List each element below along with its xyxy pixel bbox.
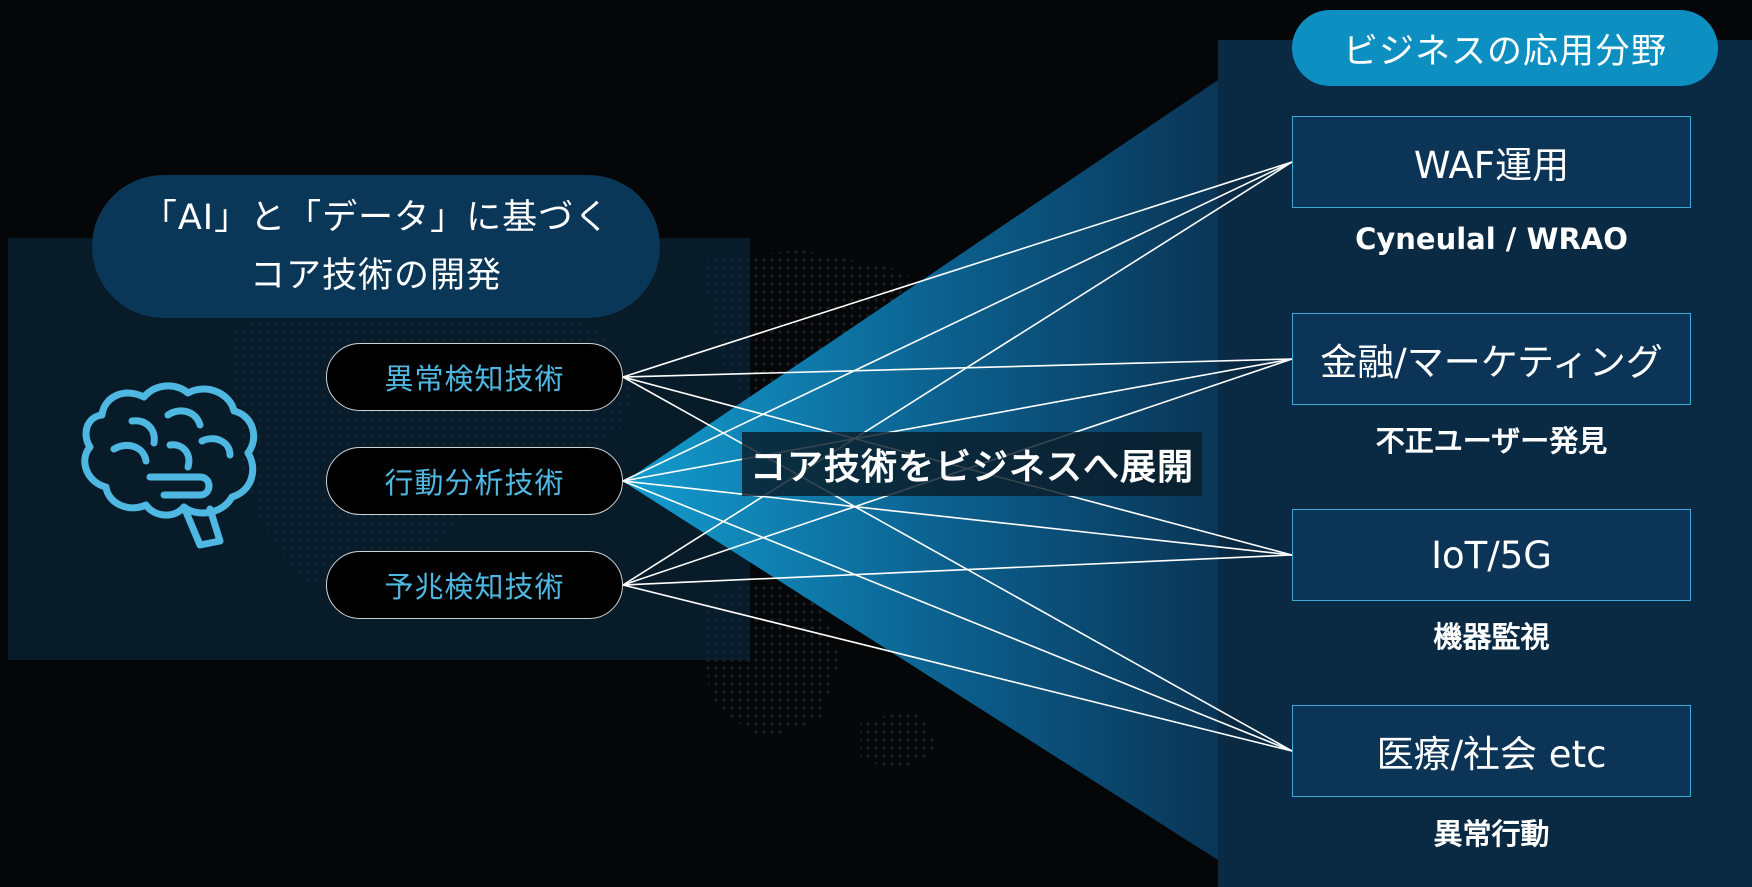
core-tech-title: 「AI」と「データ」に基づく コア技術の開発 <box>92 175 660 318</box>
core-tech-title-line1: 「AI」と「データ」に基づく <box>141 197 611 238</box>
app-iot: IoT/5G <box>1292 509 1691 601</box>
app-finance-subtitle: 不正ユーザー発見 <box>1375 424 1608 458</box>
link-tech2-app3 <box>622 480 1293 556</box>
app-medical-subtitle: 異常行動 <box>1433 817 1550 851</box>
app-iot-subtitle: 機器監視 <box>1433 620 1550 654</box>
applications-header: ビジネスの応用分野 <box>1292 10 1718 86</box>
tech-behavior-analysis: 行動分析技術 <box>326 447 623 515</box>
link-tech1-app4 <box>622 376 1293 752</box>
app-finance: 金融/マーケティング <box>1292 313 1691 405</box>
link-tech3-app3 <box>622 554 1293 586</box>
tech-anomaly-detection: 異常検知技術 <box>326 343 623 411</box>
app-waf-subtitle: Cyneulal / WRAO <box>1355 222 1628 256</box>
app-waf: WAF運用 <box>1292 116 1691 208</box>
core-tech-title-line2: コア技術の開発 <box>249 255 502 296</box>
link-tech2-app4 <box>622 480 1293 752</box>
app-medical: 医療/社会 etc <box>1292 705 1691 797</box>
link-tech2-app1 <box>622 161 1293 482</box>
link-tech3-app4 <box>622 584 1293 752</box>
link-tech3-app1 <box>622 161 1293 586</box>
brain-icon <box>81 382 258 549</box>
tech-predictive-detection: 予兆検知技術 <box>326 551 623 619</box>
link-tech1-app2 <box>622 358 1293 378</box>
link-tech1-app1 <box>622 161 1293 378</box>
deployment-label: コア技術をビジネスへ展開 <box>742 432 1202 496</box>
link-tech2-app2 <box>622 358 1293 482</box>
